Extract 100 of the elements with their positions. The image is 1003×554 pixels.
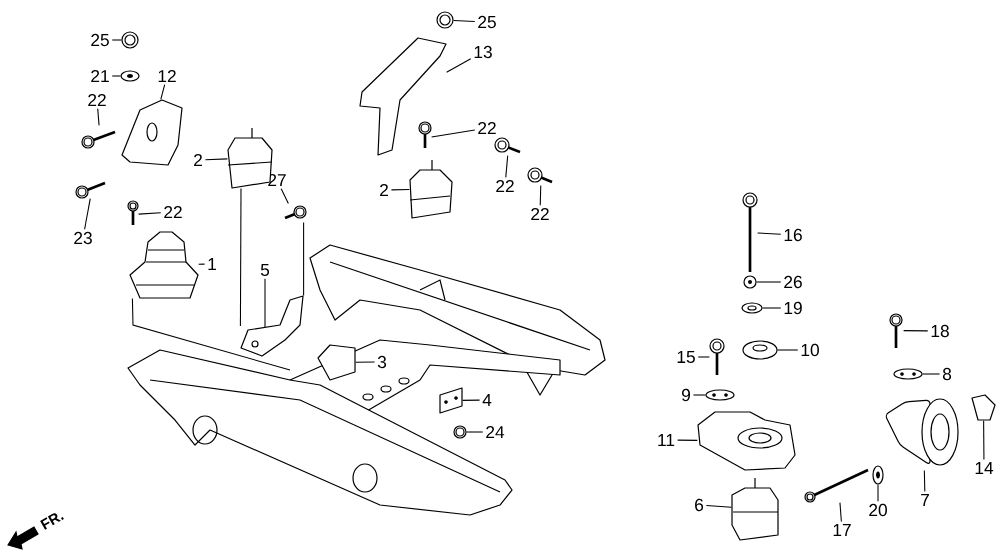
leader-line xyxy=(111,39,122,41)
leader-line xyxy=(138,212,162,215)
leader-line xyxy=(756,281,782,283)
callout-number: 24 xyxy=(486,425,505,439)
callout-number: 8 xyxy=(942,367,952,381)
leader-line xyxy=(160,84,166,100)
bushing-drawing xyxy=(742,340,778,360)
leader-line xyxy=(97,108,100,126)
callout-number: 5 xyxy=(260,263,270,277)
callout-number: 22 xyxy=(88,93,106,107)
engine-mount-drawing xyxy=(731,477,779,541)
bolt-drawing xyxy=(494,137,521,154)
bolt-drawing xyxy=(889,313,903,348)
washer-drawing xyxy=(872,465,884,485)
callout-number: 12 xyxy=(158,69,176,83)
plate-drawing xyxy=(439,387,463,414)
bolt-drawing xyxy=(709,338,725,375)
callout-number: 9 xyxy=(682,388,690,402)
alignment-line xyxy=(239,188,242,327)
callout-number: 16 xyxy=(784,228,802,242)
engine-mount-drawing xyxy=(885,398,959,466)
callout-number: 23 xyxy=(74,231,92,245)
bolt-drawing xyxy=(284,205,307,220)
leader-line xyxy=(462,399,481,401)
callout-number: 6 xyxy=(695,498,704,512)
callout-number: 19 xyxy=(784,301,802,315)
leader-line xyxy=(198,263,206,265)
nut-drawing xyxy=(436,11,454,29)
leader-line xyxy=(677,439,698,441)
bolt-drawing xyxy=(418,121,432,148)
leader-line xyxy=(453,19,476,22)
leader-line xyxy=(539,185,542,206)
callout-number: 25 xyxy=(91,33,109,47)
callout-number: 3 xyxy=(377,355,387,369)
engine-mount-drawing xyxy=(409,159,453,219)
leader-line xyxy=(777,349,799,351)
leader-line xyxy=(264,278,266,328)
callout-number: 13 xyxy=(474,45,492,59)
alignment-line xyxy=(131,298,291,371)
leader-line xyxy=(84,198,91,230)
leader-line xyxy=(757,232,782,235)
callout-number: 22 xyxy=(496,179,514,193)
leader-line xyxy=(505,155,509,178)
callout-number: 26 xyxy=(784,275,802,289)
leader-line xyxy=(280,188,289,204)
leader-line xyxy=(204,158,228,161)
leader-line xyxy=(697,356,710,358)
alignment-line xyxy=(303,222,305,296)
bracket-drawing xyxy=(697,411,796,471)
leader-line xyxy=(877,484,879,502)
direction-label: FR. xyxy=(40,513,64,530)
bolt-drawing xyxy=(81,130,116,149)
leader-line xyxy=(923,470,926,492)
bracket-drawing xyxy=(240,295,304,357)
bracket-drawing xyxy=(971,394,996,421)
washer-drawing xyxy=(741,302,763,314)
bolt-drawing xyxy=(742,192,758,272)
leader-line xyxy=(922,373,941,375)
leader-line xyxy=(705,505,732,508)
callout-number: 17 xyxy=(833,524,851,536)
callout-number: 11 xyxy=(658,434,675,446)
callout-number: 10 xyxy=(801,343,819,357)
nut-drawing xyxy=(453,425,467,439)
callout-number: 14 xyxy=(975,462,994,474)
bolt-drawing xyxy=(804,468,869,503)
callout-number: 18 xyxy=(931,324,949,338)
leader-line xyxy=(446,58,472,73)
callout-number: 21 xyxy=(91,69,109,83)
bolt-drawing xyxy=(527,167,553,184)
leader-line xyxy=(762,307,782,309)
nut-drawing xyxy=(743,275,757,289)
leader-line xyxy=(466,431,484,433)
callout-number: 2 xyxy=(380,183,388,197)
bolt-drawing xyxy=(127,200,139,225)
engine-mount-drawing xyxy=(317,344,356,381)
washer-drawing xyxy=(120,70,140,82)
callout-number: 22 xyxy=(164,205,182,219)
leader-line xyxy=(431,129,476,138)
callout-number: 22 xyxy=(531,207,549,221)
engine-mount-drawing xyxy=(129,231,199,299)
callout-number: 2 xyxy=(194,153,202,167)
leader-line xyxy=(692,394,706,396)
leader-line xyxy=(839,502,842,522)
leader-line xyxy=(983,420,985,460)
bracket-drawing xyxy=(359,37,447,156)
bracket-drawing xyxy=(121,99,183,166)
leader-line xyxy=(355,361,376,363)
nut-drawing xyxy=(121,31,139,49)
callout-number: 1 xyxy=(208,258,216,270)
bolt-drawing xyxy=(75,181,106,199)
plate-drawing xyxy=(893,368,923,380)
callout-number: 4 xyxy=(482,394,492,406)
leader-line xyxy=(111,75,121,77)
callout-number: 20 xyxy=(869,503,887,517)
callout-number: 15 xyxy=(677,350,695,364)
leader-line xyxy=(903,330,929,332)
plate-drawing xyxy=(705,389,735,401)
leader-line xyxy=(390,188,410,191)
callout-number: 22 xyxy=(478,121,496,135)
callout-number: 25 xyxy=(478,15,496,29)
